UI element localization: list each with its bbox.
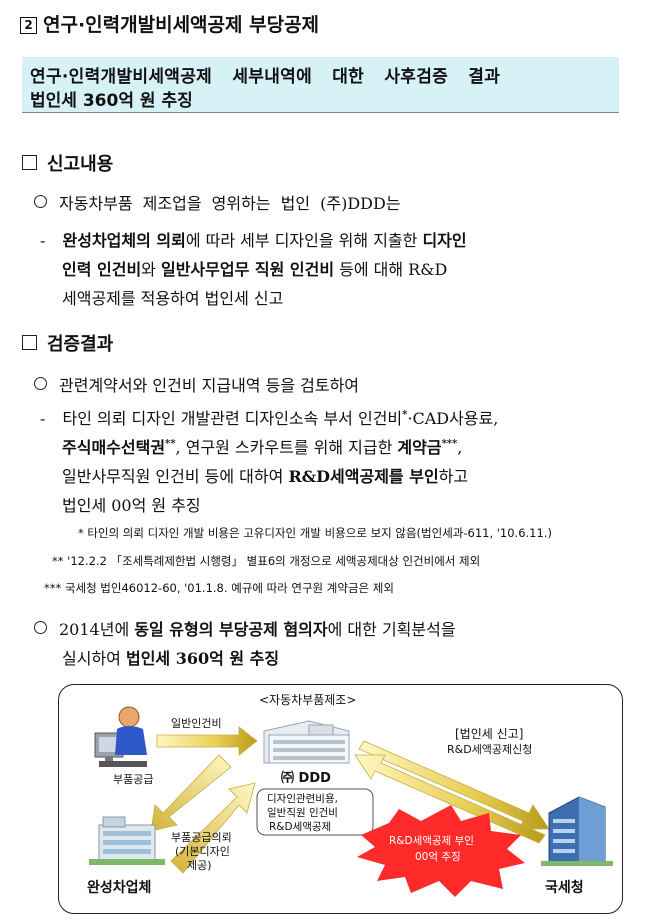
report-dash-text-3: 등에 대해 R&D (334, 260, 448, 279)
result-bullet-2-line-2: 실시하여 법인세 360억 원 추징 (62, 645, 279, 669)
result-bullet-2-text-3: 실시하여 (62, 649, 126, 668)
footnote-mark-1: * (402, 409, 408, 421)
double-arrow-icon (354, 740, 550, 844)
report-bullet-text: 자동차부품 제조업을 영위하는 법인 (주)DDD는 (59, 194, 401, 213)
summary-banner: 연구·인력개발비세액공제 세부내역에 대한 사후검증 결과 법인세 360억 원… (22, 57, 619, 113)
flow-diagram: <자동차부품제조> 일반인건비 부품공급 ㈜ DDD 디자인관련비용, 일반직원… (58, 684, 623, 914)
circle-bullet-icon (34, 377, 47, 390)
arrow-label-wages: 일반인건비 (171, 717, 222, 730)
result-dash-line-3: 일반사무직원 인건비 등에 대하여 R&D세액공제를 부인하고 (62, 463, 468, 487)
section-title-text: 연구·인력개발비세액공제 부당공제 (43, 14, 320, 36)
arrow-right-icon (156, 726, 258, 756)
result-dash-text-6: 하고 (438, 467, 469, 486)
diagram-graphics (89, 706, 613, 897)
result-dash-text-3: , 연구원 스카우트를 위해 지급한 (175, 438, 398, 457)
result-heading: 검증결과 (22, 330, 113, 356)
request-line-1: 부품공급의뢰 (171, 831, 232, 844)
denial-line-2: 00억 추징 (415, 851, 461, 863)
result-dash-line-4: 법인세 00억 원 추징 (62, 496, 201, 515)
nts-building-icon (541, 796, 613, 866)
denial-burst-icon (357, 805, 525, 897)
request-line-2: (기본디자인 (175, 845, 230, 858)
banner-line-2: 법인세 360억 원 추징 (30, 91, 193, 111)
report-dash-line-2: 인력 인건비와 일반사무업무 직원 인건비 등에 대해 R&D (62, 256, 447, 280)
result-dash-bold-3: R&D세액공제를 부인 (288, 467, 439, 486)
circle-bullet-icon (34, 621, 47, 634)
automaker-label: 완성차업체 (87, 880, 152, 896)
filing-subtitle: R&D세액공제신청 (447, 743, 533, 756)
request-line-3: 제공) (187, 859, 212, 872)
report-dash-line-3: 세액공제를 적용하여 법인세 신고 (62, 289, 284, 308)
result-bullet-2-text-2: 에 대한 기획분석을 (327, 620, 456, 639)
banner-line-1: 연구·인력개발비세액공제 세부내역에 대한 사후검증 결과 (30, 67, 501, 87)
filing-title: [법인세 신고] (455, 727, 524, 741)
dash-marker: - (40, 409, 46, 428)
result-heading-text: 검증결과 (47, 334, 114, 355)
report-dash-bold-4: 일반사무업무 직원 인건비 (160, 260, 335, 279)
footnote-2: ** '12.2.2 「조세특례제한법 시행령」 별표6의 개정으로 세액공제대… (52, 554, 481, 568)
footnote-3: *** 국세청 법인46012-60, '01.1.8. 예규에 따라 연구원 … (44, 581, 394, 595)
diagram-title: <자동차부품제조> (259, 693, 357, 707)
result-dash-text-1: 타인 의뢰 디자인 개발관련 디자인소속 부서 인건비 (62, 409, 403, 428)
cost-box (256, 788, 374, 836)
result-dash-text-5: 일반사무직원 인건비 등에 대하여 (62, 467, 289, 486)
result-dash-text-4: , (457, 438, 463, 457)
report-dash-bold-1: 완성차업체의 의뢰 (62, 231, 186, 250)
company-building-icon (263, 720, 350, 764)
cost-line-1: 디자인관련비용, (267, 793, 338, 805)
worker-icon (94, 706, 147, 767)
cost-line-2: 일반직원 인건비 (267, 807, 338, 819)
nts-label: 국세청 (545, 880, 584, 896)
footnote-mark-2: ** (165, 438, 176, 450)
report-dash-bold-2: 디자인 (422, 231, 467, 250)
circle-bullet-icon (34, 195, 47, 208)
denial-line-1: R&D세액공제 부인 (389, 835, 474, 847)
report-dash-text-2: 와 (141, 260, 161, 279)
report-heading: 신고내용 (22, 150, 113, 176)
result-dash-text-2: ·CAD사용료, (407, 409, 499, 428)
report-dash-text-1: 에 따라 세부 디자인을 위해 지출한 (185, 231, 423, 250)
company-name: ㈜ DDD (281, 771, 331, 786)
report-bullet: 자동차부품 제조업을 영위하는 법인 (주)DDD는 (34, 190, 401, 214)
footnote-mark-3: *** (441, 438, 458, 450)
result-dash-line-1: - 타인 의뢰 디자인 개발관련 디자인소속 부서 인건비*·CAD사용료, (40, 405, 498, 429)
result-dash-bold-1: 주식매수선택권 (62, 438, 166, 457)
report-heading-text: 신고내용 (47, 154, 114, 175)
result-dash-line-2: 주식매수선택권**, 연구원 스카우트를 위해 지급한 계약금***, (62, 434, 462, 458)
report-dash-line-1: - 완성차업체의 의뢰에 따라 세부 디자인을 위해 지출한 디자인 (40, 227, 467, 251)
result-bullet-2-text-1: 2014년에 (59, 620, 135, 639)
cost-line-3: R&D세액공제 (269, 821, 332, 833)
result-dash-bold-2: 계약금 (397, 438, 442, 457)
footnote-1: * 타인의 의뢰 디자인 개발 비용은 고유디자인 개발 비용으로 보지 않음(… (78, 526, 552, 540)
checkbox-square-icon (22, 335, 37, 350)
automaker-building-icon (89, 816, 165, 865)
arrow-label-supply: 부품공급 (113, 773, 154, 786)
arrow-up-right-icon (170, 782, 256, 874)
report-dash-bold-3: 인력 인건비 (62, 260, 142, 279)
result-bullet-2-bold-2: 법인세 360억 원 추징 (125, 649, 280, 668)
section-number: 2 (20, 17, 37, 34)
result-bullet-1: 관련계약서와 인건비 지급내역 등을 검토하여 (34, 372, 359, 396)
result-bullet-1-text: 관련계약서와 인건비 지급내역 등을 검토하여 (59, 376, 360, 395)
checkbox-square-icon (22, 155, 37, 170)
result-bullet-2-bold-1: 동일 유형의 부당공제 혐의자 (134, 620, 328, 639)
result-bullet-2: 2014년에 동일 유형의 부당공제 혐의자에 대한 기획분석을 (34, 616, 456, 640)
section-title: 2 연구·인력개발비세액공제 부당공제 (20, 10, 319, 37)
arrow-down-left-icon (150, 754, 232, 832)
dash-marker: - (40, 231, 46, 250)
